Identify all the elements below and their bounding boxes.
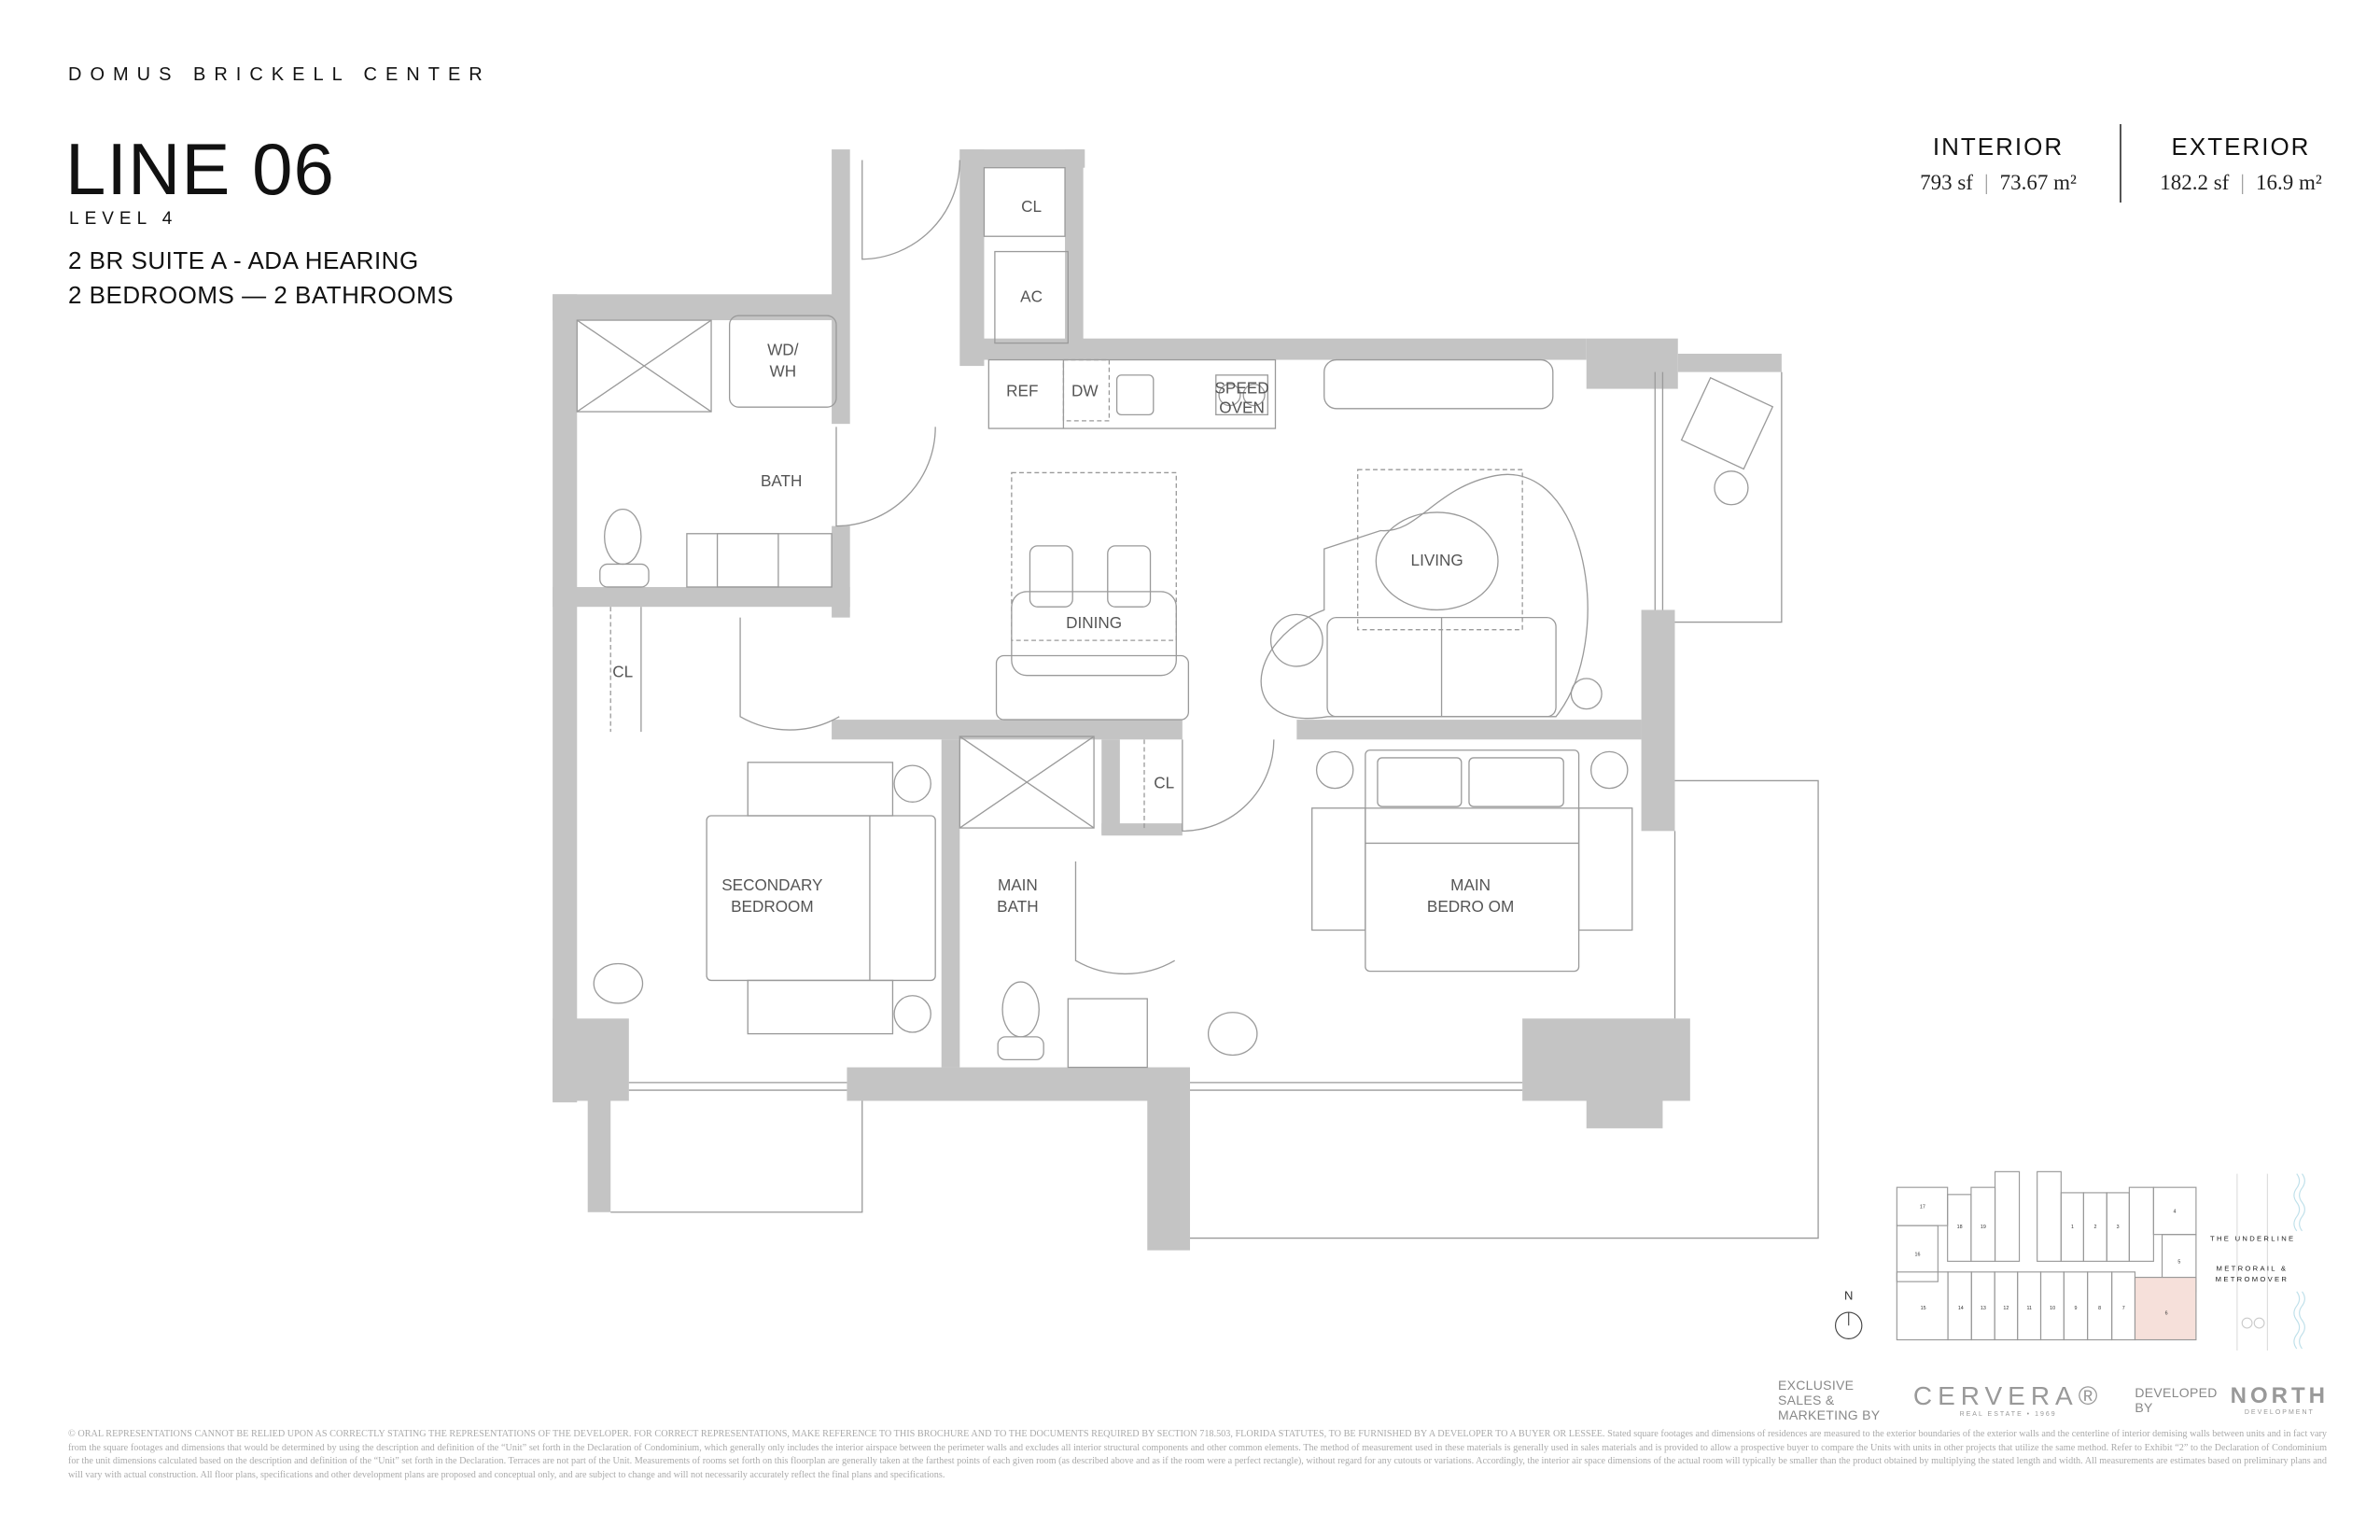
label-main-bedroom: MAIN bbox=[1450, 875, 1491, 894]
street-metrorail: METRORAIL & bbox=[2217, 1265, 2289, 1273]
walls bbox=[553, 149, 1782, 1251]
label-dw: DW bbox=[1071, 382, 1099, 400]
interior-sf: 793 sf bbox=[1920, 171, 1973, 194]
unit-label: 9 bbox=[2074, 1306, 2077, 1311]
separator: | bbox=[2240, 171, 2245, 194]
page-title: LINE 06 bbox=[65, 128, 335, 210]
north-arrow-icon bbox=[1834, 1311, 1863, 1339]
north-logo-sub: DEVELOPMENT bbox=[2244, 1408, 2315, 1416]
legal-disclaimer: © ORAL REPRESENTATIONS CANNOT BE RELIED … bbox=[68, 1429, 2327, 1480]
label-ref: REF bbox=[1006, 382, 1038, 400]
separator: | bbox=[1983, 171, 1989, 194]
north-logo-text: NORTH bbox=[2230, 1382, 2329, 1408]
unit-label: 4 bbox=[2173, 1210, 2176, 1215]
north-label: N bbox=[1844, 1288, 1853, 1302]
label-living: LIVING bbox=[1411, 551, 1463, 569]
label-wd: WD/ bbox=[767, 341, 799, 359]
unit-label: 8 bbox=[2098, 1306, 2101, 1311]
interior-m2: 73.67 m² bbox=[1999, 171, 2077, 194]
label-closet-entry: CL bbox=[1021, 197, 1042, 216]
cervera-logo-sub: REAL ESTATE • 1969 bbox=[1959, 1410, 2057, 1418]
key-plan: 17 16 18 19 1 2 3 4 5 15 14 13 12 11 10 … bbox=[1834, 1170, 2305, 1351]
unit-label: 3 bbox=[2117, 1225, 2120, 1230]
label-ac: AC bbox=[1020, 287, 1043, 305]
sales-label: EXCLUSIVE SALES & MARKETING BY bbox=[1778, 1378, 1881, 1422]
label-speed: SPEED bbox=[1214, 378, 1268, 397]
cervera-logo: CERVERA® REAL ESTATE • 1969 bbox=[1912, 1380, 2104, 1418]
unit-label: 16 bbox=[1915, 1253, 1921, 1258]
exterior-area: EXTERIOR 182.2 sf | 16.9 m² bbox=[2120, 133, 2362, 196]
fixtures bbox=[576, 160, 1819, 1239]
exterior-sf: 182.2 sf bbox=[2160, 171, 2230, 194]
unit-label: 5 bbox=[2177, 1260, 2180, 1266]
suite-type: 2 BR SUITE A - ADA HEARING bbox=[68, 246, 419, 274]
unit-label: 1 bbox=[2071, 1225, 2074, 1230]
street-underline: THE UNDERLINE bbox=[2210, 1235, 2295, 1243]
unit-label: 7 bbox=[2122, 1306, 2125, 1311]
credits: EXCLUSIVE SALES & MARKETING BY CERVERA® … bbox=[1778, 1378, 2329, 1422]
street-metromover: METROMOVER bbox=[2216, 1275, 2289, 1283]
interior-area: INTERIOR 793 sf | 73.67 m² bbox=[1877, 133, 2120, 196]
label-closet-main: CL bbox=[1154, 774, 1174, 792]
interior-label: INTERIOR bbox=[1932, 133, 2065, 161]
label-bath: BATH bbox=[761, 471, 802, 490]
unit-label: 15 bbox=[1921, 1306, 1926, 1311]
label-main-bath: MAIN bbox=[998, 875, 1038, 894]
developer-label: DEVELOPED BY bbox=[2135, 1385, 2218, 1415]
unit-label: 10 bbox=[2050, 1306, 2055, 1311]
cervera-logo-text: CERVERA® bbox=[1912, 1380, 2104, 1410]
unit-label: 11 bbox=[2026, 1306, 2032, 1311]
label-dining: DINING bbox=[1066, 613, 1122, 632]
level-label: LEVEL 4 bbox=[69, 209, 178, 229]
label-wh: WH bbox=[770, 362, 797, 381]
room-count: 2 BEDROOMS — 2 BATHROOMS bbox=[68, 281, 455, 309]
unit-label: 17 bbox=[1920, 1204, 1925, 1210]
label-oven: OVEN bbox=[1219, 399, 1265, 417]
label-closet-hall: CL bbox=[612, 662, 633, 680]
area-divider bbox=[2120, 124, 2121, 203]
unit-label: 2 bbox=[2094, 1225, 2097, 1230]
label-main-bath-2: BATH bbox=[997, 897, 1038, 916]
label-secondary: SECONDARY bbox=[721, 875, 823, 894]
unit-label: 13 bbox=[1981, 1306, 1986, 1311]
north-logo: NORTH DEVELOPMENT bbox=[2230, 1382, 2329, 1416]
label-main-bedroom-2: BEDRO OM bbox=[1427, 897, 1514, 916]
unit-label: 12 bbox=[2003, 1306, 2009, 1311]
bike-icon bbox=[2241, 1317, 2253, 1329]
highlighted-unit bbox=[2134, 1277, 2197, 1341]
project-name: DOMUS BRICKELL CENTER bbox=[68, 64, 491, 85]
unit-label: 14 bbox=[1958, 1306, 1964, 1311]
unit-label: 6 bbox=[2165, 1311, 2168, 1317]
unit-label: 19 bbox=[1981, 1225, 1986, 1230]
unit-label: 18 bbox=[1957, 1225, 1963, 1230]
exterior-label: EXTERIOR bbox=[2171, 133, 2311, 161]
exterior-m2: 16.9 m² bbox=[2255, 171, 2322, 194]
label-bedroom: BEDROOM bbox=[731, 897, 814, 916]
